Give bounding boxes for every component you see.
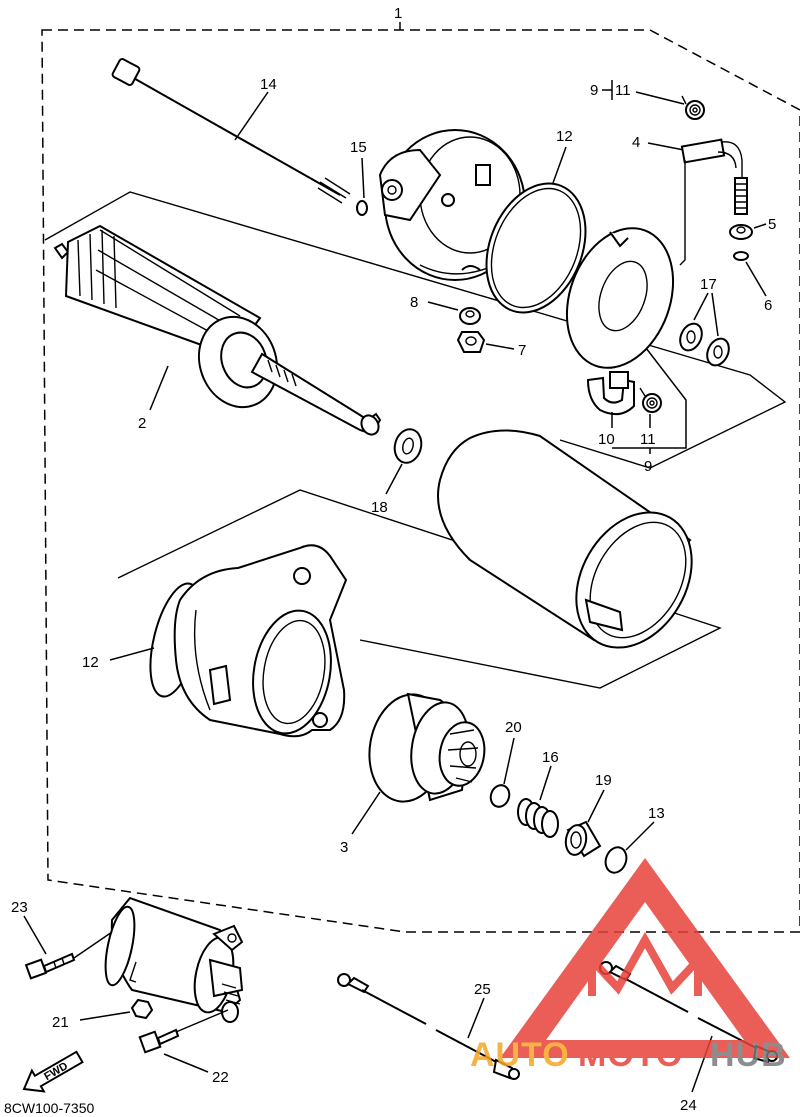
- brush-plate: [565, 227, 675, 369]
- callout-9-top-bracket: [602, 80, 613, 100]
- callout-11-top-leader: [635, 91, 685, 105]
- circlip-13: [604, 846, 628, 874]
- starter-clutch-3: [368, 692, 486, 803]
- callout-4: 4: [632, 134, 640, 151]
- callout-21-leader: [79, 1011, 131, 1021]
- brush-spring-top: [681, 95, 705, 120]
- callout-10: 10: [598, 431, 615, 448]
- watermark-text-moto: MOTO: [578, 1036, 683, 1074]
- callout-17-leader: [693, 292, 719, 337]
- callout-22-leader: [163, 1053, 209, 1073]
- callout-12-lower: 12: [82, 654, 99, 671]
- callout-13-leader: [625, 821, 655, 851]
- callout-25: 25: [474, 981, 491, 998]
- washer-18: [393, 428, 423, 464]
- forward-label: FWD: [42, 1060, 70, 1083]
- bolt-22-alignment: [175, 1009, 229, 1033]
- callout-12-lower-leader: [109, 647, 155, 661]
- watermark-text-hub: HUB: [710, 1036, 787, 1074]
- callout-19-leader: [587, 789, 605, 823]
- watermark-logo: AUTO MOTO HUB: [470, 858, 790, 1074]
- watermark-m-glyph: [588, 931, 702, 996]
- callout-2: 2: [138, 415, 146, 432]
- o-ring-15: [356, 200, 368, 216]
- callout-7-leader: [485, 343, 515, 350]
- callout-2-leader: [149, 365, 169, 411]
- callout-24: 24: [680, 1097, 697, 1114]
- assembly-boundary: [41, 29, 800, 933]
- washer-8: [459, 307, 481, 325]
- callout-3: 3: [340, 839, 348, 856]
- callout-6: 6: [764, 297, 772, 314]
- callout-14-leader: [234, 91, 269, 141]
- callout-10-11-bracket: [611, 347, 687, 449]
- callout-9-top: 9: [590, 82, 598, 99]
- armature-2: [53, 224, 382, 436]
- callout-21: 21: [52, 1014, 69, 1031]
- yoke-housing: [437, 429, 693, 649]
- o-ring-12-upper: [485, 182, 587, 314]
- part-code: 8CW100-7350: [4, 1100, 94, 1116]
- armature-plane: [44, 191, 787, 469]
- callout-12-upper: 12: [556, 128, 573, 145]
- callout-11-bottom: 11: [640, 431, 656, 448]
- callout-16-leader: [539, 765, 552, 801]
- callout-20: 20: [505, 719, 522, 736]
- bolt-23: [24, 952, 76, 980]
- callout-15: 15: [350, 139, 367, 156]
- starter-motor-assembled: [104, 896, 244, 1023]
- forward-arrow: FWD: [22, 1050, 84, 1093]
- watermark-text-auto: AUTO: [470, 1036, 570, 1074]
- callout-13: 13: [648, 805, 665, 822]
- housing-plane: [117, 489, 722, 689]
- collar-19: [564, 820, 602, 858]
- callout-18: 18: [371, 499, 388, 516]
- callout-1: 1: [394, 5, 402, 22]
- nut-21: [130, 998, 154, 1020]
- callout-22: 22: [212, 1069, 229, 1086]
- callout-5-leader: [753, 223, 767, 229]
- spring-16: [517, 798, 559, 838]
- bolt-23-alignment: [73, 931, 113, 959]
- callout-25-leader: [467, 997, 485, 1039]
- callout-11-top: 11: [615, 82, 631, 99]
- insulator-washer-5: [729, 224, 753, 240]
- brush-spring-bottom: [639, 387, 662, 413]
- callout-23: 23: [11, 899, 28, 916]
- terminal-lead: [679, 138, 748, 266]
- callout-19: 19: [595, 772, 612, 789]
- callout-17: 17: [700, 276, 717, 293]
- callout-9-bottom: 9: [644, 458, 652, 475]
- callout-5: 5: [768, 216, 776, 233]
- cable-25: [337, 973, 520, 1080]
- callout-18-leader: [385, 463, 403, 495]
- callout-16: 16: [542, 749, 559, 766]
- callout-8-leader: [427, 301, 459, 311]
- circlip-20: [489, 784, 511, 808]
- callout-3-leader: [351, 791, 381, 835]
- callout-6-leader: [745, 261, 767, 297]
- through-bolt: [111, 58, 351, 204]
- callout-15-leader: [361, 157, 365, 199]
- nut-7: [456, 331, 486, 353]
- watermark-triangle-icon: [500, 858, 790, 1058]
- callout-12-upper-leader: [552, 146, 567, 184]
- callout-23-leader: [23, 915, 47, 955]
- callout-4-leader: [647, 142, 685, 151]
- callout-20-leader: [503, 737, 515, 785]
- bolt-22: [138, 1028, 180, 1054]
- callout-14: 14: [260, 76, 277, 93]
- callout-7: 7: [518, 342, 526, 359]
- o-ring-6: [733, 251, 749, 261]
- washers-17: [679, 322, 730, 367]
- callout-8: 8: [410, 294, 418, 311]
- front-housing: [173, 544, 348, 738]
- brush-holder-10: [586, 371, 635, 416]
